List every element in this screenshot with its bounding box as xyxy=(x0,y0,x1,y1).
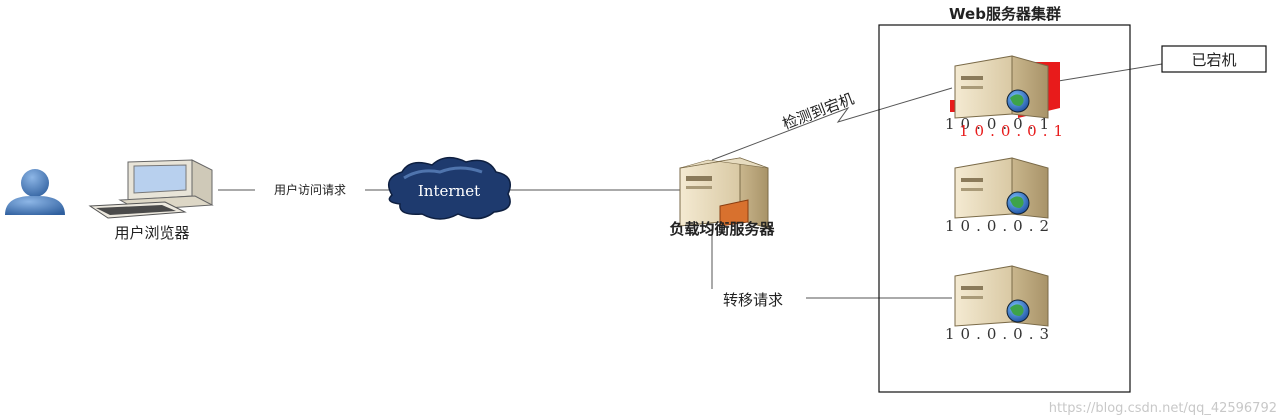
server-3 xyxy=(954,265,1049,327)
detect-label: 检测到宕机 xyxy=(780,89,856,133)
server-2-ip-label: 10.0.0.2 xyxy=(945,217,1055,235)
cluster-box xyxy=(878,24,1131,393)
down-callout-label: 已宕机 xyxy=(1191,51,1236,69)
lb-label: 负载均衡服务器 xyxy=(669,220,775,238)
server-icon xyxy=(954,55,1049,119)
user-label: 用户浏览器 xyxy=(114,224,189,242)
internet-label: Internet xyxy=(418,182,480,200)
server-2 xyxy=(954,157,1049,219)
transfer-label: 转移请求 xyxy=(723,291,783,309)
server-1-ip-label: 10.0.0.1 xyxy=(945,115,1055,133)
internet-cloud-icon xyxy=(387,156,511,220)
server-1 xyxy=(950,55,1060,119)
watermark: https://blog.csdn.net/qq_42596792 xyxy=(1048,401,1277,416)
down-callout-box xyxy=(1161,45,1267,73)
server-icon xyxy=(954,157,1049,219)
server-3-ip-label: 10.0.0.3 xyxy=(945,325,1055,343)
load-balancer-server-icon xyxy=(679,157,769,229)
detect-line xyxy=(711,87,953,161)
computer-icon xyxy=(88,159,214,219)
server-1-ip-overlay: 10.0.0.1 xyxy=(959,122,1069,140)
request-label: 用户访问请求 xyxy=(274,182,346,197)
user-icon xyxy=(5,169,65,215)
cluster-title: Web服务器集群 xyxy=(949,5,1061,23)
server-icon xyxy=(954,265,1049,327)
callout-leader-line xyxy=(1039,63,1163,85)
